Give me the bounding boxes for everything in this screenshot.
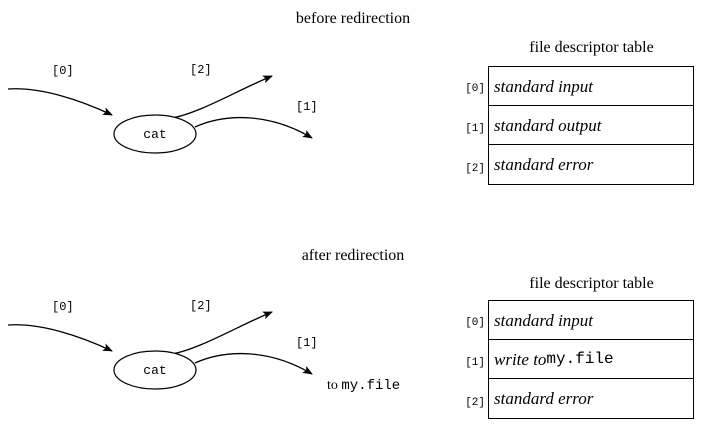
after-section-title: after redirection — [301, 247, 405, 264]
after-row-index-2: [2] — [465, 397, 485, 409]
before-row-index-2: [2] — [465, 163, 485, 175]
after-process-ellipse — [113, 350, 197, 390]
before-process-ellipse — [113, 114, 197, 154]
before-arrow-stdin — [7, 88, 113, 116]
before-fd-row-1: standard output — [489, 106, 693, 145]
before-process-label: cat — [143, 127, 167, 142]
before-row-index-1: [1] — [465, 123, 485, 135]
before-label-fd2: [2] — [190, 63, 212, 77]
after-fd-row-1: write to my.file — [489, 340, 693, 379]
after-fd-table: standard input write to my.file standard… — [488, 300, 694, 419]
after-arrow-stdin — [7, 324, 113, 352]
before-fd-desc-1: standard output — [494, 115, 602, 135]
before-label-fd0: [0] — [52, 64, 74, 78]
after-fd-desc-0: standard input — [494, 310, 594, 330]
before-label-fd1: [1] — [296, 100, 318, 114]
before-table-caption: file descriptor table — [529, 39, 654, 56]
before-row-index-0: [0] — [465, 83, 485, 95]
before-fd-row-2: standard error — [489, 145, 693, 183]
after-arrow-stdout — [194, 352, 313, 375]
after-fd-desc-1: write to — [494, 349, 547, 369]
before-flow-diagram: cat — [0, 55, 340, 180]
after-label-fd0: [0] — [52, 300, 74, 314]
before-fd-desc-2: standard error — [494, 154, 594, 174]
after-redirect-target-prefix: to — [327, 378, 342, 393]
after-fd-mono-1: my.file — [546, 350, 614, 368]
before-fd-desc-0: standard input — [494, 76, 594, 96]
after-flow-svg — [7, 311, 313, 390]
after-row-index-0: [0] — [465, 317, 485, 329]
before-fd-row-0: standard input — [489, 67, 693, 106]
before-arrow-stderr — [171, 75, 273, 119]
after-process-label: cat — [143, 363, 167, 378]
after-label-fd2: [2] — [190, 299, 212, 313]
after-table-caption: file descriptor table — [529, 275, 654, 292]
before-flow-svg — [7, 75, 313, 154]
after-fd-row-0: standard input — [489, 301, 693, 340]
before-fd-table: standard input standard output standard … — [488, 66, 694, 185]
after-fd-desc-2: standard error — [494, 388, 594, 408]
after-arrow-stderr — [171, 311, 273, 355]
after-fd-row-2: standard error — [489, 379, 693, 417]
after-label-fd1: [1] — [296, 336, 318, 350]
after-flow-diagram: cat — [0, 291, 340, 416]
after-redirect-target-file: my.file — [341, 378, 401, 394]
after-row-index-1: [1] — [465, 357, 485, 369]
before-arrow-stdout — [194, 116, 313, 139]
before-section-title: before redirection — [295, 10, 411, 27]
after-redirect-target-label: to my.file — [327, 378, 400, 394]
